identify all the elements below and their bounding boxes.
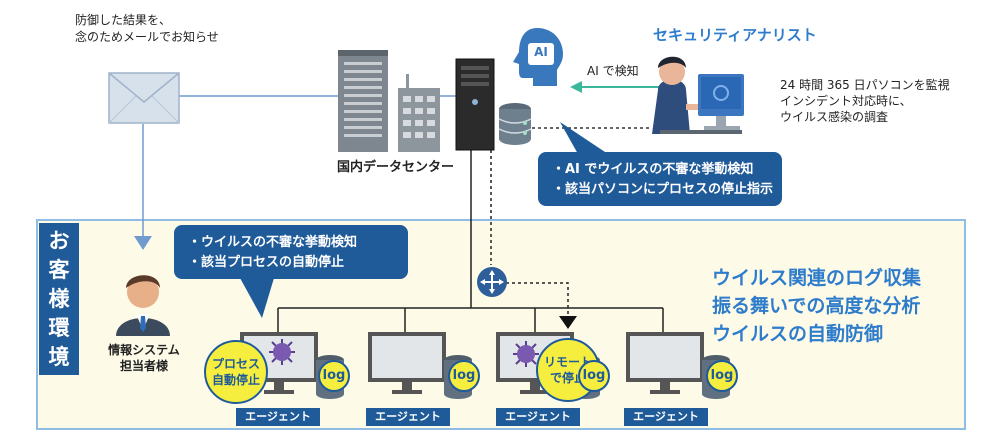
feature-line-1: ウイルス関連のログ収集 (712, 267, 922, 289)
env-tag-char-3: 様 (48, 286, 70, 311)
agent-2-log-badge: log (448, 360, 480, 392)
agent-3-badge-line-1: リモート (543, 355, 592, 369)
env-tag-char-2: 客 (48, 257, 70, 282)
notify-text: 防御した結果を、 念のためメールでお知らせ (75, 12, 219, 46)
analyst-person-icon (652, 56, 744, 134)
envelope-icon (108, 72, 180, 124)
notify-line-1: 防御した結果を、 (75, 13, 172, 27)
agent-1-log-badge: log (318, 360, 350, 392)
ai-detect-arrow (570, 81, 582, 93)
staff-label-2: 担当者様 (119, 359, 168, 373)
env-tag-char-4: 環 (48, 315, 70, 340)
staff-label-1: 情報システム (108, 343, 180, 357)
analyst-title: セキュリティアナリスト (653, 26, 817, 44)
env-tag-char-1: お (48, 228, 70, 253)
customer-environment-tag: お 客 様 環 境 (39, 223, 79, 375)
agent-1-label: エージェント (236, 408, 320, 426)
agent-3-label: エージェント (496, 408, 580, 426)
agent-callout-line-2: ・該当プロセスの自動停止 (188, 255, 345, 270)
ai-detect-label: AI で検知 (587, 64, 639, 78)
analyst-desc-3: ウイルス感染の調査 (780, 110, 889, 124)
agent-4-label: エージェント (624, 408, 708, 426)
agent-3-log-badge: log (578, 360, 610, 392)
env-tag-char-5: 境 (48, 344, 70, 369)
agent-callout-line-1: ・ウイルスの不審な挙動検知 (188, 235, 358, 250)
router-icon (477, 267, 507, 297)
agent-callout: ・ウイルスの不審な挙動検知 ・該当プロセスの自動停止 (174, 225, 408, 279)
staff-label: 情報システム 担当者様 (97, 342, 191, 374)
agent-2-label: エージェント (366, 408, 450, 426)
ai-icon-text: AI (534, 45, 548, 59)
virus-icon (513, 341, 539, 367)
analyst-description: 24 時間 365 日パソコンを監視 インシデント対応時に、 ウイルス感染の調査 (780, 77, 950, 125)
notify-line-2: 念のためメールでお知らせ (75, 30, 219, 44)
agent-1-badge-line-2: 自動停止 (211, 373, 260, 387)
agent-4-log-badge: log (706, 360, 738, 392)
virus-icon (269, 339, 295, 365)
datacenter-label: 国内データセンター (337, 160, 455, 175)
agent-3-badge-line-2: で停止 (549, 371, 586, 385)
ai-callout-line-2: ・該当パソコンにプロセスの停止指示 (552, 182, 774, 197)
building-icon (338, 50, 440, 152)
feature-line-2: 振る舞いでの高度な分析 (712, 295, 921, 317)
analyst-desc-1: 24 時間 365 日パソコンを監視 (780, 78, 950, 92)
ai-callout-line-1: ・AI でウイルスの不審な挙動検知 (552, 162, 754, 177)
analyst-desc-2: インシデント対応時に、 (780, 94, 912, 108)
router-remote-arrow (559, 316, 577, 329)
ai-callout: ・AI でウイルスの不審な挙動検知 ・該当パソコンにプロセスの停止指示 (538, 152, 782, 206)
agent-1-badge-line-1: プロセス (211, 357, 260, 371)
agent-1-badge: プロセス 自動停止 (204, 340, 268, 404)
router-remote-dotted (506, 282, 569, 316)
database-icon (498, 103, 532, 145)
ai-callout-pointer (560, 122, 608, 154)
staff-person-icon (116, 275, 170, 336)
ai-head-icon: AI (507, 26, 565, 90)
agent-callout-pointer (240, 278, 274, 318)
feature-line-3: ウイルスの自動防御 (712, 323, 884, 345)
mail-down-arrow (134, 236, 152, 250)
server-tower-icon (455, 58, 495, 151)
